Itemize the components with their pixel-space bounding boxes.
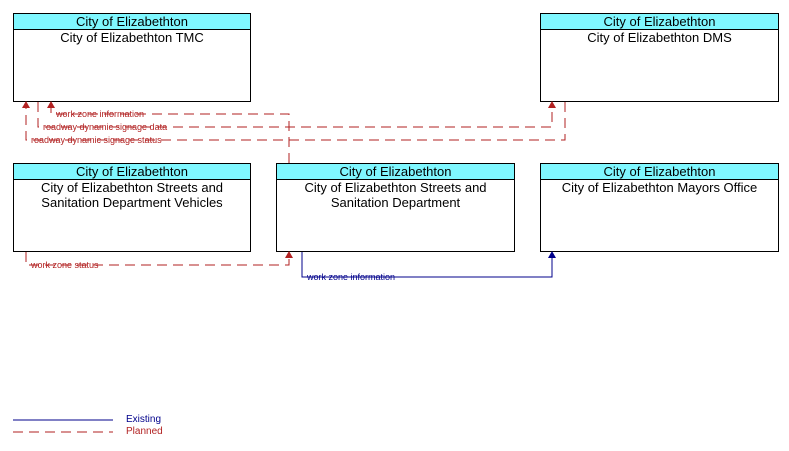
flow-vehicles-to-streets-label: work zone status — [30, 260, 99, 270]
flow-dms-to-tmc-arrow — [22, 101, 30, 108]
node-tmc-owner: City of Elizabethton — [14, 14, 250, 30]
flow-streets-to-mayors: work zone information — [301, 251, 556, 282]
node-dms-owner: City of Elizabethton — [541, 14, 778, 30]
node-mayors: City of Elizabethton City of Elizabethto… — [540, 163, 779, 252]
node-mayors-owner: City of Elizabethton — [541, 164, 778, 180]
flow-streets-to-tmc: work zone information — [47, 101, 290, 163]
node-streets-name: City of Elizabethton Streets and Sanitat… — [304, 180, 487, 210]
node-streets-owner: City of Elizabethton — [277, 164, 514, 180]
flow-vehicles-to-streets-line — [25, 252, 290, 266]
flow-streets-to-mayors-arrow — [548, 251, 556, 258]
legend-planned-label: Planned — [126, 426, 163, 437]
node-vehicles-owner: City of Elizabethton — [14, 164, 250, 180]
flow-dms-to-tmc: roadway dynamic signage status — [22, 101, 566, 145]
flow-streets-to-mayors-line — [301, 252, 553, 278]
node-mayors-name: City of Elizabethton Mayors Office — [561, 180, 758, 195]
flow-streets-to-tmc-arrow — [47, 101, 55, 108]
flow-tmc-to-dms-label: roadway dynamic signage data — [43, 122, 167, 132]
node-vehicles-name: City of Elizabethton Streets and Sanitat… — [40, 180, 224, 210]
flow-tmc-to-dms: roadway dynamic signage data — [37, 101, 556, 132]
node-vehicles: City of Elizabethton City of Elizabethto… — [13, 163, 251, 252]
node-dms: City of Elizabethton City of Elizabethto… — [540, 13, 779, 102]
node-tmc: City of Elizabethton City of Elizabethto… — [13, 13, 251, 102]
node-tmc-name: City of Elizabethton TMC — [60, 30, 204, 45]
legend-existing-label: Existing — [126, 414, 162, 425]
flow-streets-to-mayors-label: work zone information — [306, 272, 395, 282]
flow-vehicles-to-streets-arrow — [285, 251, 293, 258]
node-dms-name: City of Elizabethton DMS — [587, 30, 732, 45]
flow-vehicles-to-streets: work zone status — [25, 251, 293, 270]
flow-dms-to-tmc-line — [25, 102, 566, 141]
node-streets: City of Elizabethton City of Elizabethto… — [276, 163, 515, 252]
flow-streets-to-tmc-label: work zone information — [55, 109, 144, 119]
flow-tmc-to-dms-arrow — [548, 101, 556, 108]
flow-tmc-to-dms-line — [37, 102, 553, 128]
flow-dms-to-tmc-label: roadway dynamic signage status — [31, 135, 162, 145]
